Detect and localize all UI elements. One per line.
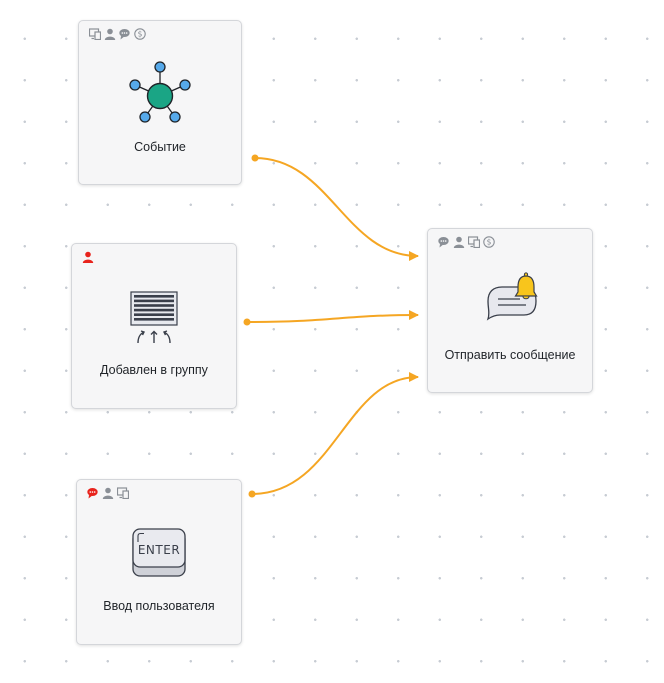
node-label: Событие (134, 140, 186, 154)
edge-input-to-send-message[interactable] (251, 372, 419, 495)
svg-text:$: $ (487, 238, 492, 247)
node-badges: $ (89, 27, 146, 41)
node-badges (82, 250, 94, 264)
chat-icon (438, 236, 450, 248)
node-added-to-group[interactable]: Добавлен в группу (71, 243, 237, 409)
desktop-icon (117, 487, 129, 499)
coin-icon: $ (134, 28, 146, 40)
enter-key-icon: ENTER (131, 528, 187, 578)
edge-source-dot[interactable] (248, 490, 256, 498)
node-label: Отправить сообщение (444, 348, 576, 362)
node-user-input[interactable]: ENTER Ввод пользователя (76, 479, 242, 645)
chat-icon (119, 28, 131, 40)
desktop-icon (89, 28, 101, 40)
edge-source-dot[interactable] (251, 154, 259, 162)
chat-icon-red (87, 487, 99, 499)
edge-group-to-send-message[interactable] (246, 310, 419, 323)
user-icon (453, 236, 465, 248)
edge-source-dot[interactable] (243, 318, 251, 326)
node-event[interactable]: $ Событие (78, 20, 242, 185)
node-label: Ввод пользователя (103, 599, 215, 613)
network-hub-icon (125, 59, 195, 129)
svg-text:$: $ (138, 30, 143, 39)
edge-event-to-send-message[interactable] (254, 157, 419, 261)
user-icon-red (82, 251, 94, 263)
enter-key-text: ENTER (138, 543, 180, 557)
group-add-icon (128, 291, 180, 347)
node-send-message[interactable]: $ Отправить сообщение (427, 228, 593, 393)
coin-icon: $ (483, 236, 495, 248)
desktop-icon (468, 236, 480, 248)
node-badges: $ (438, 235, 495, 249)
user-icon (104, 28, 116, 40)
node-badges (87, 486, 129, 500)
node-label: Добавлен в группу (100, 363, 208, 377)
user-icon (102, 487, 114, 499)
message-bell-icon (480, 271, 540, 323)
